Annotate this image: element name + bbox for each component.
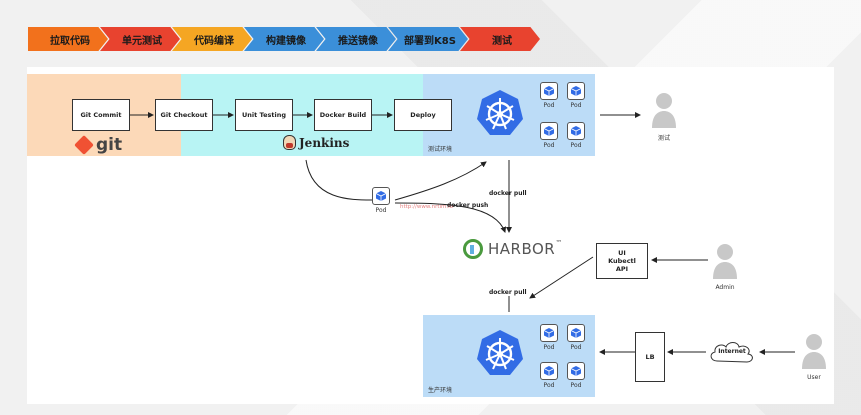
stage-bar: 拉取代码 单元测试 代码编译 构建镜像 推送镜像 部署到K8S 测试 (28, 27, 540, 51)
pod-cube-icon (567, 362, 585, 380)
pod-cube-icon (567, 324, 585, 342)
pod-cube-icon (372, 187, 390, 205)
harbor-trademark: ™ (555, 239, 563, 247)
watermark-text: http://www.nrtim.io (400, 204, 454, 210)
prod-pod[interactable]: Pod (565, 362, 587, 389)
person-icon (713, 244, 737, 279)
cloud-icon (710, 342, 753, 363)
unit-testing-box[interactable]: Unit Testing (235, 99, 293, 131)
user-person[interactable]: User (799, 333, 829, 381)
git-commit-box[interactable]: Git Commit (72, 99, 130, 131)
prod-env-label: 生产环境 (428, 387, 453, 394)
stage-test[interactable]: 测试 (460, 27, 540, 51)
admin-person[interactable]: Admin (710, 243, 740, 291)
git-logo-text: git (96, 135, 123, 155)
deploy-box[interactable]: Deploy (394, 99, 452, 131)
harbor-icon (463, 239, 483, 259)
harbor-name: HARBOR (488, 240, 556, 258)
git-checkout-box[interactable]: Git Checkout (155, 99, 213, 131)
test-pod[interactable]: Pod (565, 82, 587, 109)
pod-cube-icon (567, 122, 585, 140)
internet-cloud[interactable]: Internet (707, 339, 757, 367)
stage-unit-test[interactable]: 单元测试 (100, 27, 180, 51)
git-icon (74, 135, 94, 155)
docker-pull-top-label: docker pull (489, 190, 527, 197)
prod-pod[interactable]: Pod (565, 324, 587, 351)
stage-deploy-k8s[interactable]: 部署到K8S (388, 27, 468, 51)
git-logo: git (74, 135, 123, 155)
diagram-panel: 测试环境 生产环境 Git Commit Git Checkout Unit T… (27, 67, 834, 404)
prod-pod[interactable]: Pod (538, 324, 560, 351)
jenkins-icon (283, 135, 296, 150)
pod-cube-icon (567, 82, 585, 100)
tester-person[interactable]: 测试 (649, 92, 679, 142)
stage-push-image[interactable]: 推送镜像 (316, 27, 396, 51)
pod-cube-icon (540, 324, 558, 342)
docker-pull-bottom-label: docker pull (489, 289, 527, 296)
harbor-logo: HARBOR ™ (463, 239, 562, 259)
ui-kubectl-api-box[interactable]: UI Kubectl API (596, 243, 648, 279)
k8s-prod-icon (476, 329, 524, 377)
image-pod[interactable]: Pod (370, 187, 392, 214)
pod-cube-icon (540, 122, 558, 140)
test-pod[interactable]: Pod (538, 82, 560, 109)
stage-build-image[interactable]: 构建镜像 (244, 27, 324, 51)
stage-pull-code[interactable]: 拉取代码 (28, 27, 108, 51)
test-pod[interactable]: Pod (565, 122, 587, 149)
pod-cube-icon (540, 82, 558, 100)
pod-cube-icon (540, 362, 558, 380)
docker-build-box[interactable]: Docker Build (314, 99, 372, 131)
internet-label: Internet (718, 348, 746, 355)
person-icon (802, 334, 826, 369)
jenkins-logo: Jenkins (283, 135, 349, 150)
lb-box[interactable]: LB (635, 332, 665, 382)
prod-pod[interactable]: Pod (538, 362, 560, 389)
stage-compile[interactable]: 代码编译 (172, 27, 252, 51)
person-icon (652, 93, 676, 128)
k8s-test-icon (476, 89, 524, 137)
docker-push-label: docker push (447, 202, 489, 209)
test-pod[interactable]: Pod (538, 122, 560, 149)
test-env-label: 测试环境 (428, 146, 453, 153)
jenkins-logo-text: Jenkins (299, 135, 350, 150)
